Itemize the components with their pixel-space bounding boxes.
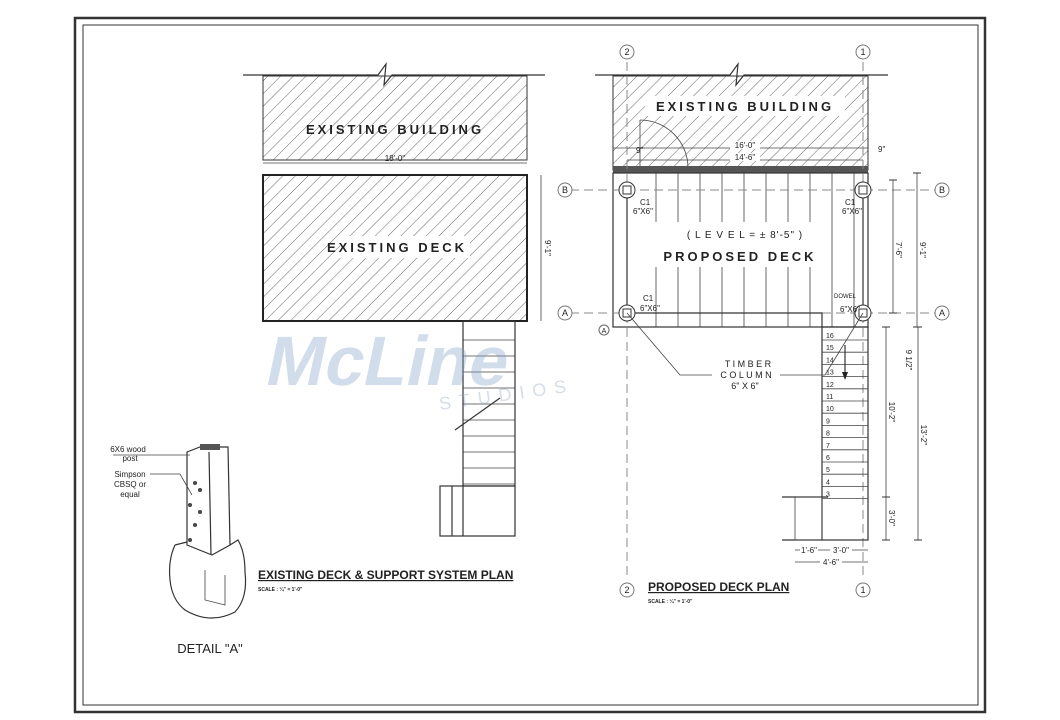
column-core <box>622 308 632 318</box>
col-size: 6"X6" <box>633 207 653 216</box>
proposed-building-label: EXISTING BUILDING <box>656 99 834 114</box>
stair-step-number: 15 <box>826 345 834 352</box>
grid-bubble <box>557 305 573 321</box>
stair-step-number: 8 <box>826 431 830 438</box>
column-core <box>622 185 632 195</box>
detail-a: 6X6 wood post Simpson CBSQ or equal DETA… <box>110 444 247 656</box>
dim-1-6: 1'-6" <box>801 546 817 555</box>
grid-bubble <box>855 582 871 598</box>
timber-column <box>854 181 872 199</box>
grid-label: B <box>562 185 568 195</box>
stair-step-number: 12 <box>826 382 834 389</box>
proposed-stair <box>821 326 869 541</box>
stair-step-number: 14 <box>826 357 834 364</box>
existing-plan-scale: SCALE : ¼" = 1'-0" <box>258 586 303 593</box>
note-connector-3: equal <box>120 490 140 499</box>
dim-right-9in: 9" <box>878 145 885 154</box>
detail-title: DETAIL "A" <box>177 641 243 656</box>
grid-label: 2 <box>624 47 629 57</box>
stair-step-number: 16 <box>826 333 834 340</box>
dim-3-0-horiz: 3'-0" <box>833 546 849 555</box>
dim-9-1: 9'-1" <box>918 242 927 258</box>
grid-label: 1 <box>860 47 865 57</box>
column-core <box>858 185 868 195</box>
grid-bubble <box>619 44 635 60</box>
col-size: 6"X6" <box>840 305 860 314</box>
watermark-logo: McLine STUDIOS <box>260 322 575 414</box>
proposed-deck-label: PROPOSED DECK <box>663 249 816 264</box>
existing-deck-plan: EXISTING BUILDING 18'-0" EXISTING DECK 9… <box>243 61 552 593</box>
dim-left-9in: 9" <box>636 146 643 155</box>
inner-border <box>82 24 979 706</box>
timber-column-3: 6" X 6" <box>731 381 758 391</box>
dim-13-2: 13'-2" <box>919 425 928 446</box>
level-note: ( L E V E L = ± 8'-5" ) <box>687 230 803 241</box>
watermark-brand: McLine <box>260 322 518 400</box>
col-tag: C1 <box>845 198 856 207</box>
note-connector-2: CBSQ or <box>114 480 146 489</box>
existing-deck-label: EXISTING DECK <box>327 240 467 255</box>
timber-column-1: T I M B E R <box>725 359 772 369</box>
grid-bubble <box>557 182 573 198</box>
grid-bubble <box>934 182 950 198</box>
grid-label: B <box>939 185 945 195</box>
dim-7-6: 7'-6" <box>894 242 903 258</box>
existing-stair <box>439 320 516 537</box>
grid-label: 2 <box>624 585 629 595</box>
proposed-plan-scale: SCALE : ¼" = 1'-0" <box>648 598 693 605</box>
dim-16-0: 16'-0" <box>735 141 756 150</box>
timber-column-2: C O L U M N <box>720 370 771 380</box>
stair-step-number: 9 <box>826 418 830 425</box>
proposed-deck-plan: EXISTING BUILDING 16'-0" 14'-6" 9" 9" ( … <box>557 44 950 605</box>
grid-bubble <box>619 582 635 598</box>
detail-tag: A <box>602 328 607 335</box>
timber-column <box>618 181 636 199</box>
note-post-2: post <box>122 454 138 463</box>
existing-building <box>262 75 528 161</box>
col-size: 6"X6" <box>842 207 862 216</box>
dowel-note: DOWEL <box>834 294 857 300</box>
dim-10-2: 10'-2" <box>887 402 896 423</box>
dim-4-6: 4'-6" <box>823 558 839 567</box>
column-core <box>858 308 868 318</box>
dim-9-half: 9 1/2" <box>904 350 913 371</box>
dim-3-0-vert: 3'-0" <box>887 510 896 526</box>
existing-building-label: EXISTING BUILDING <box>306 122 484 137</box>
outer-border <box>73 16 987 714</box>
grid-label: A <box>939 308 945 318</box>
dim-depth: 9'-1" <box>543 240 552 256</box>
grid-label: A <box>562 308 568 318</box>
grid-label: 1 <box>860 585 865 595</box>
stair-step-number: 3 <box>826 492 830 499</box>
stair-step-number: 4 <box>826 479 830 486</box>
grid-bubble <box>934 305 950 321</box>
note-post-1: 6X6 wood <box>110 445 146 454</box>
stair-step-number: 6 <box>826 455 830 462</box>
stair-step-number: 11 <box>826 394 833 401</box>
col-tag: C1 <box>643 294 654 303</box>
stair-step-number: 5 <box>826 467 830 474</box>
proposed-plan-title: PROPOSED DECK PLAN <box>648 580 789 594</box>
stair-step-number: 10 <box>826 406 834 413</box>
grid-bubble <box>855 44 871 60</box>
stair-step-number: 7 <box>826 443 830 450</box>
stair-step-number: 13 <box>826 370 834 377</box>
existing-plan-title: EXISTING DECK & SUPPORT SYSTEM PLAN <box>258 568 513 582</box>
dim-14-6: 14'-6" <box>735 153 756 162</box>
col-tag: C1 <box>640 198 651 207</box>
dim-width: 18'-0" <box>385 154 406 163</box>
proposed-deck <box>612 172 869 328</box>
col-size: 6"X6" <box>640 304 660 313</box>
note-connector-1: Simpson <box>114 470 145 479</box>
